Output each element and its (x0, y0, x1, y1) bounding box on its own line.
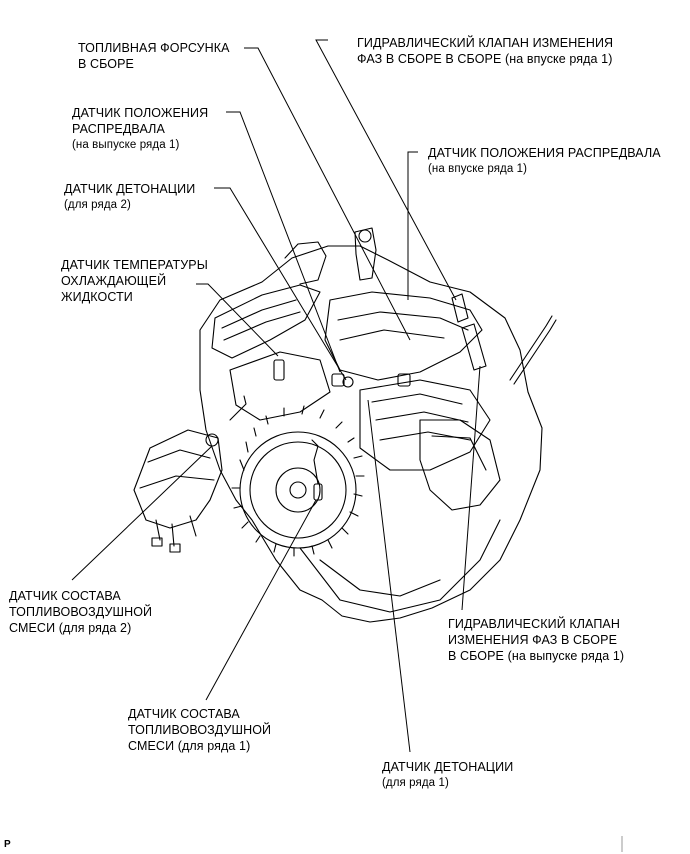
label-line: (для ряда 1) (382, 777, 449, 789)
label-line: ДАТЧИК ДЕТОНАЦИИ (382, 760, 514, 774)
af-sensor-bank2-wire (229, 395, 247, 421)
cam-sensor-exhaust-shape (331, 373, 345, 387)
label-ocv-intake: ГИДРАВЛИЧЕСКИЙ КЛАПАН ИЗМЕНЕНИЯ ФАЗ В СБ… (357, 35, 613, 67)
label-ocv-exhaust: ГИДРАВЛИЧЕСКИЙ КЛАПАН ИЗМЕНЕНИЯ ФАЗ В СБ… (448, 616, 624, 664)
valve-cover-bank1 (324, 291, 483, 381)
label-af-sensor-b1: ДАТЧИК СОСТАВА ТОПЛИВОВОЗДУШНОЙ СМЕСИ (д… (128, 706, 271, 754)
label-line: РАСПРЕДВАЛА (72, 122, 165, 136)
label-line: ТОПЛИВОВОЗДУШНОЙ (9, 605, 153, 619)
dipstick (509, 315, 553, 381)
label-fuel-injector: ТОПЛИВНАЯ ФОРСУНКА В СБОРЕ (78, 40, 230, 72)
label-line: ДАТЧИК ПОЛОЖЕНИЯ РАСПРЕДВАЛА (428, 146, 661, 160)
label-line: ТОПЛИВНАЯ ФОРСУНКА (78, 41, 230, 55)
flywheel (239, 431, 357, 549)
label-line: ДАТЧИК ПОЛОЖЕНИЯ (72, 106, 209, 120)
leader-lines (71, 39, 481, 753)
label-line: В СБОРЕ (78, 57, 134, 71)
label-line: ГИДРАВЛИЧЕСКИЙ КЛАПАН (448, 617, 620, 631)
leader-cam-intake (407, 151, 418, 300)
leader-af-b2 (71, 445, 213, 581)
ocv-exhaust-shape (461, 323, 487, 371)
label-coolant-temp-sensor: ДАТЧИК ТЕМПЕРАТУРЫ ОХЛАЖДАЮЩЕЙ ЖИДКОСТИ (61, 257, 208, 305)
ocv-intake-shape (451, 293, 469, 323)
label-line: (на впуске ряда 1) (428, 163, 528, 175)
af-sensor-bank2-shape (205, 433, 219, 447)
figure-code: P (4, 839, 11, 850)
leader-knock-b2 (214, 187, 347, 381)
leader-ocv-exhaust (461, 365, 481, 611)
knock-sensor-shape (342, 376, 354, 388)
label-knock-sensor-b1: ДАТЧИК ДЕТОНАЦИИ (для ряда 1) (382, 759, 513, 791)
coolant-temp-sensor-shape (273, 359, 285, 381)
valve-cover-bank2 (211, 284, 321, 359)
label-af-sensor-b2: ДАТЧИК СОСТАВА ТОПЛИВОВОЗДУШНОЙ СМЕСИ (д… (9, 588, 152, 636)
label-line: ДАТЧИК СОСТАВА (9, 589, 121, 603)
label-line: ЖИДКОСТИ (61, 290, 133, 304)
left-manifold (133, 429, 223, 529)
label-line: СМЕСИ (для ряда 2) (9, 621, 132, 635)
leader-fuel-injector (244, 47, 411, 341)
label-line: ДАТЧИК СОСТАВА (128, 707, 240, 721)
label-line: ДАТЧИК ТЕМПЕРАТУРЫ (61, 258, 208, 272)
label-cam-sensor-exhaust: ДАТЧИК ПОЛОЖЕНИЯ РАСПРЕДВАЛА (на выпуске… (72, 105, 208, 153)
label-line: ОХЛАЖДАЮЩЕЙ (61, 274, 167, 288)
label-cam-sensor-intake: ДАТЧИК ПОЛОЖЕНИЯ РАСПРЕДВАЛА (на впуске … (428, 145, 661, 177)
label-knock-sensor-b2: ДАТЧИК ДЕТОНАЦИИ (для ряда 2) (64, 181, 195, 213)
label-line: ИЗМЕНЕНИЯ ФАЗ В СБОРЕ (448, 633, 618, 647)
cam-sensor-intake-shape (397, 373, 411, 387)
af-sensor-bank1-wire (311, 439, 319, 485)
engine-outline (199, 245, 543, 623)
leader-coolant (196, 283, 279, 357)
label-line: ДАТЧИК ДЕТОНАЦИИ (64, 182, 196, 196)
af-sensor-bank1-shape (313, 483, 323, 501)
leader-knock-b1 (367, 399, 411, 753)
leader-ocv-intake (315, 39, 457, 301)
leader-af-b1 (205, 499, 317, 701)
label-line: (на выпуске ряда 1) (72, 139, 180, 151)
leader-cam-exhaust (226, 111, 341, 373)
label-line: ГИДРАВЛИЧЕСКИЙ КЛАПАН ИЗМЕНЕНИЯ (357, 36, 614, 50)
label-line: СМЕСИ (для ряда 1) (128, 739, 251, 753)
label-line: ФАЗ В СБОРЕ В СБОРЕ (на впуске ряда 1) (357, 52, 613, 66)
label-line: ТОПЛИВОВОЗДУШНОЙ (128, 723, 272, 737)
label-line: В СБОРЕ (на выпуске ряда 1) (448, 649, 625, 663)
label-line: (для ряда 2) (64, 199, 131, 211)
